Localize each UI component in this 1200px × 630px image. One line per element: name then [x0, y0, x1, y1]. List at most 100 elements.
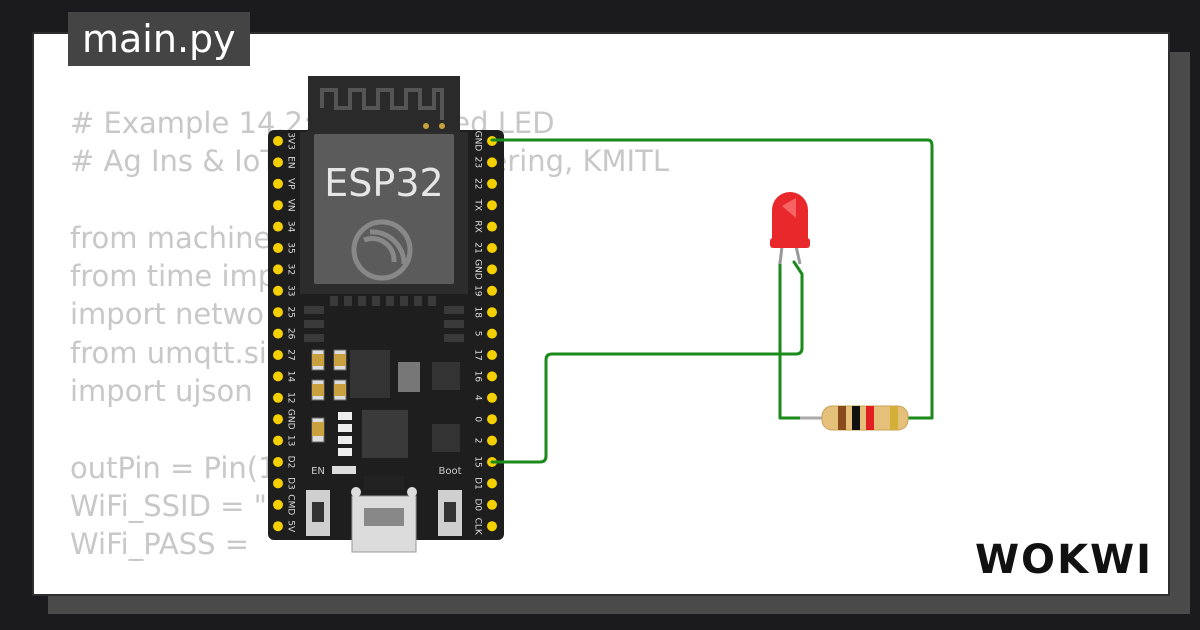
pin-label: 5 [473, 331, 483, 337]
pin-label: D2 [286, 456, 296, 469]
code-line: outPin = Pin(1 [70, 450, 277, 485]
pin-label: 13 [286, 435, 296, 446]
pin-label: 4 [473, 395, 483, 401]
pin-label: RX [473, 220, 483, 232]
pin-right-17[interactable] [487, 350, 497, 360]
pin-label: VN [286, 199, 296, 212]
pin-left-25[interactable] [273, 307, 283, 318]
pin-right-d1[interactable] [487, 478, 497, 489]
chip-label: ESP32 [324, 161, 443, 205]
pin-left-14[interactable] [273, 371, 283, 382]
pin-left-en[interactable] [273, 157, 283, 168]
pin-label: CLK [473, 518, 483, 536]
pin-label: GND [473, 131, 483, 152]
wokwi-logo-text: WOKWI [976, 537, 1152, 583]
pin-label: 26 [286, 328, 296, 340]
pin-left-vn[interactable] [273, 200, 283, 211]
en-button[interactable] [306, 490, 330, 536]
pin-right-0[interactable] [487, 414, 497, 425]
code-card: # Example 14.2: ... ntrolled LED# Ag Ins… [32, 32, 1170, 596]
pin-label: EN [286, 156, 296, 168]
pin-left-12[interactable] [273, 392, 283, 403]
pin-left-gnd[interactable] [273, 414, 283, 425]
pin-right-22[interactable] [487, 178, 497, 189]
pin-left-13[interactable] [273, 435, 283, 446]
pin-left-cmd[interactable] [273, 499, 283, 510]
en-label: EN [311, 466, 325, 477]
pin-label: D0 [473, 498, 483, 511]
red-led[interactable] [770, 192, 810, 265]
pin-label: 23 [473, 157, 483, 168]
pin-label: 33 [286, 285, 296, 296]
pin-right-16[interactable] [487, 371, 497, 382]
pin-left-26[interactable] [273, 328, 283, 339]
pin-left-34[interactable] [273, 221, 283, 232]
code-line: import netwo [70, 297, 265, 332]
pin-label: CMD [286, 494, 296, 515]
pin-label: GND [473, 259, 483, 280]
pin-label: 19 [473, 285, 483, 297]
pin-label: 27 [286, 349, 296, 360]
pin-right-5[interactable] [487, 328, 497, 339]
pin-label: 0 [473, 416, 483, 422]
pin-left-35[interactable] [273, 243, 283, 253]
pin-right-tx[interactable] [487, 200, 497, 211]
pin-right-gnd[interactable] [487, 264, 497, 275]
pin-label: 3V3 [286, 132, 296, 150]
pin-right-19[interactable] [487, 285, 497, 296]
pin-left-d3[interactable] [273, 478, 283, 489]
wire-gnd [490, 138, 934, 420]
pin-label: VP [286, 178, 296, 190]
pin-label: 5V [286, 520, 296, 533]
pin-label: 18 [473, 306, 483, 318]
pin-label: 25 [286, 306, 296, 317]
pin-label: 16 [473, 371, 483, 383]
pin-right-18[interactable] [487, 307, 497, 318]
boot-button[interactable] [438, 490, 462, 536]
pin-label: 35 [286, 242, 296, 253]
pin-label: D1 [473, 477, 483, 490]
code-line: from time imp [70, 259, 277, 294]
pin-left-32[interactable] [273, 264, 283, 275]
pin-label: GND [286, 409, 296, 430]
pin-left-3v3[interactable] [273, 136, 283, 146]
esp32-board[interactable]: ESP32 [268, 76, 504, 553]
usb-port [351, 476, 417, 553]
pin-left-5v[interactable] [273, 521, 283, 532]
code-line: from machine [70, 220, 272, 255]
wire-15 [490, 260, 804, 464]
pin-left-d2[interactable] [273, 457, 283, 467]
file-tab[interactable]: main.py [68, 12, 250, 66]
code-line: WiFi_SSID = " [70, 488, 267, 523]
pin-label: 32 [286, 264, 296, 275]
pin-right-4[interactable] [487, 392, 497, 403]
pin-label: TX [473, 198, 483, 211]
pin-right-clk[interactable] [487, 521, 497, 532]
boot-label: Boot [438, 466, 461, 477]
pin-left-27[interactable] [273, 350, 283, 360]
pin-label: 12 [286, 392, 296, 403]
pin-label: 21 [473, 242, 483, 253]
pin-label: 15 [473, 456, 483, 467]
code-line: import ujson [70, 374, 253, 409]
code-line: WiFi_PASS = [70, 527, 250, 562]
pin-right-rx[interactable] [487, 221, 497, 232]
pin-label: 22 [473, 178, 483, 189]
pin-right-d0[interactable] [487, 499, 497, 510]
pin-label: 14 [286, 371, 296, 383]
wokwi-logo: WOKWI [976, 537, 1152, 583]
pin-label: 2 [473, 438, 483, 444]
pin-right-2[interactable] [487, 435, 497, 446]
pin-label: 34 [286, 221, 296, 233]
pin-left-33[interactable] [273, 285, 283, 296]
resistor[interactable] [800, 405, 909, 431]
pin-left-vp[interactable] [273, 178, 283, 189]
pin-label: D3 [286, 477, 296, 490]
pin-right-21[interactable] [487, 243, 497, 253]
pin-right-23[interactable] [487, 157, 497, 168]
pin-label: 17 [473, 349, 483, 360]
espressif-logo-icon [351, 219, 413, 281]
